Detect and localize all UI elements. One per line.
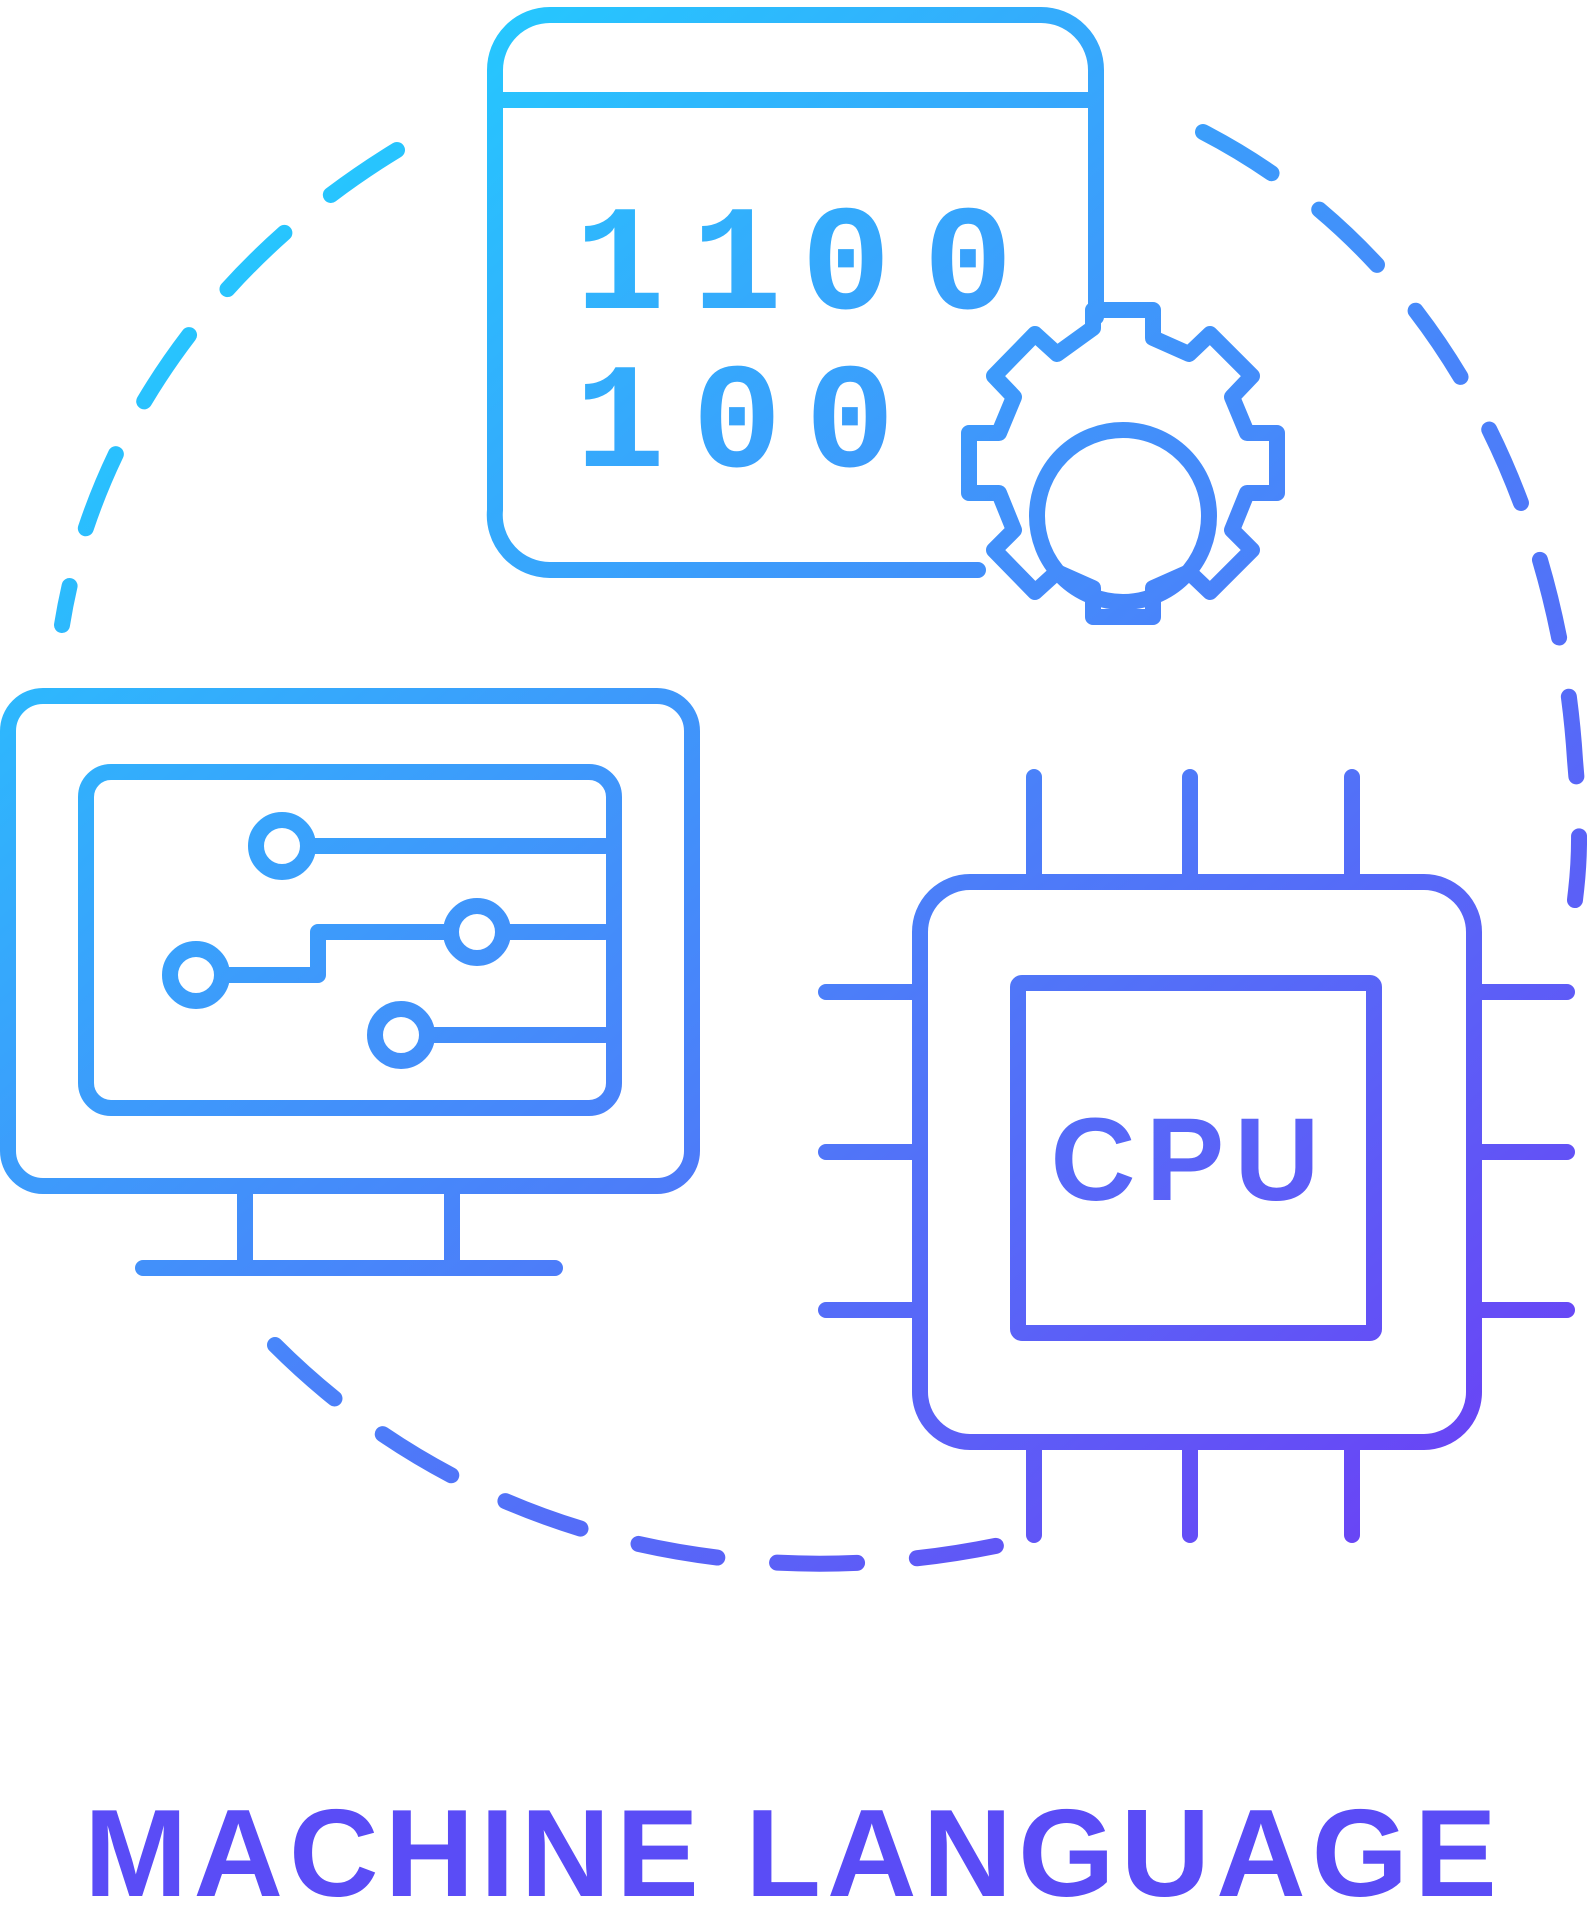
binary-digit: 0 xyxy=(801,184,891,354)
binary-digit: 1 xyxy=(692,184,782,354)
binary-digit: 0 xyxy=(692,342,782,512)
browser-window-icon xyxy=(486,7,1104,579)
dashed-circle-arc-right xyxy=(1195,124,1587,908)
binary-digit: 1 xyxy=(575,184,665,354)
circuit-icon xyxy=(162,812,613,1069)
page-title: MACHINE LANGUAGE xyxy=(84,1785,1503,1923)
dashed-circle-arc-left xyxy=(54,142,405,633)
binary-digit: 1 xyxy=(575,342,665,512)
gear-icon xyxy=(961,302,1285,625)
binary-digit: 0 xyxy=(805,342,895,512)
monitor-icon xyxy=(0,688,700,1276)
cpu-chip-icon xyxy=(818,769,1575,1543)
dashed-circle-arc-bottom xyxy=(267,1337,1008,1572)
cpu-label: CPU xyxy=(1050,1094,1329,1226)
binary-digit: 0 xyxy=(923,184,1013,354)
